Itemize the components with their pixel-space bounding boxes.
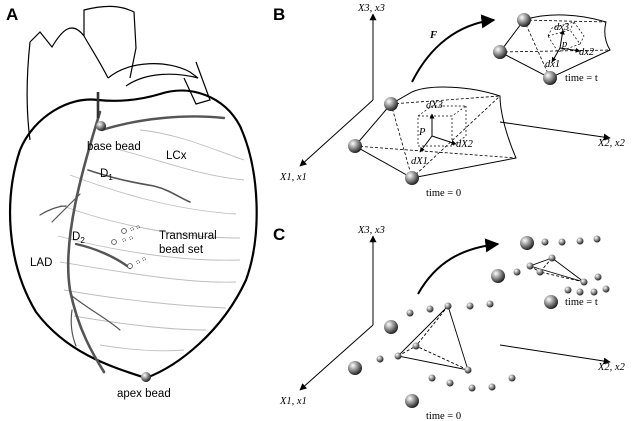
d1-label: D1 <box>100 168 113 182</box>
b-cur-dx2-vector <box>559 47 581 53</box>
lad-artery <box>66 110 106 374</box>
b-cur-dx3-label: dx3 <box>554 22 569 33</box>
panel-b-label: B <box>273 5 285 24</box>
base-bead <box>96 121 106 131</box>
panel-a-label: A <box>6 5 18 24</box>
c-time-t-label: time = t <box>565 297 598 308</box>
transmural-label-line2: bead set <box>159 244 204 256</box>
c-ref-big-bead-1 <box>384 320 398 334</box>
pulmonary-outline <box>183 61 211 105</box>
b-axis-right <box>499 121 611 141</box>
c-axis-right-label: X2, x2 <box>597 362 626 373</box>
b-mapping-label: F <box>429 30 437 41</box>
great-vessels-outline <box>29 5 137 79</box>
b-axis-left-label: X1, x1 <box>279 172 307 183</box>
b-cur-node-3 <box>543 71 557 85</box>
c-cur-big-bead-2 <box>491 269 505 283</box>
b-cur-dx1-label: dx1 <box>545 59 560 70</box>
c-axis-vertical-label: X3, x3 <box>357 225 385 236</box>
left-atrium-outline <box>26 41 31 141</box>
b-ref-node-1 <box>384 97 398 111</box>
c-axis-left <box>299 324 374 391</box>
b-current-cube <box>547 21 585 53</box>
lcx-label: LCx <box>166 150 187 162</box>
b-reference-cube <box>417 105 468 147</box>
transmural-bead-set <box>111 225 146 269</box>
b-ref-dX2-vector <box>431 135 457 145</box>
c-axis-right <box>499 344 611 365</box>
b-ref-dX1-vector <box>419 135 433 153</box>
b-ref-point-label: P <box>418 127 426 138</box>
panel-c-label: C <box>273 225 285 244</box>
c-axis-left-label: X1, x1 <box>279 396 307 407</box>
base-bead-label: base bead <box>87 141 141 153</box>
d2-artery <box>74 242 132 270</box>
b-mapping-arrow <box>411 14 496 83</box>
c-time-0-label: time = 0 <box>426 411 461 421</box>
c-ref-small-beads <box>376 300 516 392</box>
panel-a: A <box>6 5 258 400</box>
b-cur-point-label: p <box>561 39 567 50</box>
b-ref-dX3-label: dX3 <box>426 100 443 111</box>
b-ref-node-2 <box>348 139 362 153</box>
b-cur-dx3-vector <box>559 29 565 49</box>
fibre-lines <box>57 129 245 352</box>
b-cur-dx2-label: dx2 <box>579 47 595 58</box>
b-ref-node-3 <box>405 171 419 185</box>
c-ref-big-bead-2 <box>348 361 362 375</box>
b-cur-dx1-vector <box>551 47 561 63</box>
b-cur-node-2 <box>493 45 507 59</box>
apex-bead-label: apex bead <box>117 388 171 400</box>
lad-label: LAD <box>30 257 52 269</box>
b-time-0-label: time = 0 <box>426 188 461 199</box>
transmural-label-line1: Transmural <box>159 230 217 242</box>
c-cur-small-beads <box>513 235 610 296</box>
panel-b: B X3, x3 X1, x1 X2, x2 P dX3 dX2 dX1 tim… <box>273 3 626 199</box>
heart-outline <box>9 89 258 380</box>
d1-artery <box>87 169 191 203</box>
aortic-arch-outline <box>107 63 199 87</box>
b-current-inner-lines <box>499 19 611 79</box>
b-time-t-label: time = t <box>565 73 598 84</box>
b-axis-right-label: X2, x2 <box>597 138 626 149</box>
c-cur-big-bead-3 <box>544 295 558 309</box>
b-axis-left <box>299 99 374 167</box>
b-cur-node-1 <box>517 13 531 27</box>
panel-c: C X3, x3 X1, x1 X2, x2 time = 0 <box>273 225 626 421</box>
b-ref-dX1-label: dX1 <box>411 156 428 167</box>
apex-bead <box>141 372 151 382</box>
b-axis-vertical-label: X3, x3 <box>357 3 385 14</box>
lcx-artery <box>100 115 226 132</box>
d2-label: D2 <box>72 231 85 245</box>
c-mapping-arrow <box>417 238 500 295</box>
b-ref-dX2-label: dX2 <box>456 139 474 150</box>
b-reference-inner-lines <box>354 95 517 179</box>
coronary-arteries <box>39 110 226 374</box>
c-ref-big-bead-3 <box>405 394 419 408</box>
c-cur-big-bead-1 <box>520 236 534 250</box>
